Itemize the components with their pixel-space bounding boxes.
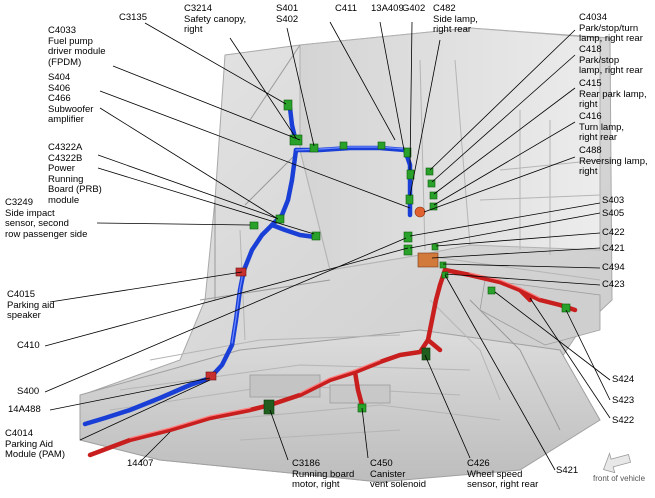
connector-c494 xyxy=(439,261,447,269)
connector-c411 xyxy=(377,141,386,150)
connector-c482 xyxy=(405,194,414,205)
red-harness xyxy=(87,267,578,458)
label-c4014: C4014 Parking Aid Module (PAM) xyxy=(5,428,66,460)
label-s400: S400 xyxy=(17,386,40,397)
connector-c488 xyxy=(414,206,426,218)
connector-s402 xyxy=(339,141,348,150)
label-c411: C411 xyxy=(335,3,358,14)
connector-c415 xyxy=(429,191,438,200)
connector-s423 xyxy=(561,303,571,313)
connector-c4322a xyxy=(275,214,285,224)
label-c4322: C4322A C4322B Power Running Board (PRB) … xyxy=(48,142,102,206)
label-c410: C410 xyxy=(17,340,40,351)
label-s405: S405 xyxy=(602,208,625,219)
connector-g402 xyxy=(406,169,415,180)
connector-c422 xyxy=(431,243,439,251)
label-s421: S421 xyxy=(556,465,579,476)
connector-s424 xyxy=(487,286,496,295)
label-c423: C423 xyxy=(602,279,625,290)
connector-c3135 xyxy=(283,99,293,111)
label-c422: C422 xyxy=(602,227,625,238)
label-13a409: 13A409 xyxy=(371,3,404,14)
connector-s403 xyxy=(403,231,413,243)
connector-13a409 xyxy=(403,147,412,158)
connector-c4034 xyxy=(425,167,434,176)
connector-c3186 xyxy=(263,399,275,415)
label-front-of-vehicle: front of vehicle xyxy=(593,474,646,483)
label-c416: C416 Turn lamp, right rear xyxy=(579,111,625,143)
label-c4034: C4034 Park/stop/turn lamp, right rear xyxy=(579,12,643,44)
label-c415: C415 Rear park lamp, right xyxy=(579,78,647,110)
leader-lines xyxy=(44,21,611,471)
connector-c4322b xyxy=(311,231,321,241)
connector-c426 xyxy=(421,347,431,361)
label-c4015: C4015 Parking aid speaker xyxy=(7,289,55,321)
label-c426: C426 Wheel speed sensor, right rear xyxy=(467,458,539,490)
label-s403: S403 xyxy=(602,195,625,206)
label-s424: S424 xyxy=(612,374,635,385)
connector-c410 xyxy=(205,371,217,381)
label-s404-s406-c466: S404 S406 C466 Subwoofer amplifier xyxy=(48,72,94,125)
label-c421: C421 xyxy=(602,243,625,254)
body-panels xyxy=(79,27,613,483)
connector-c3214 xyxy=(289,134,303,146)
label-c450: C450 Canister vent solenoid xyxy=(370,458,426,490)
label-14407: 14407 xyxy=(127,458,154,469)
arrow-icon xyxy=(602,452,632,474)
connector-c421 xyxy=(417,252,439,268)
label-g402: G402 xyxy=(402,3,426,14)
connector-c418 xyxy=(427,179,436,188)
connector-c3249 xyxy=(249,221,259,230)
label-c494: C494 xyxy=(602,262,625,273)
label-s423: S423 xyxy=(612,395,635,406)
label-c4033: C4033 Fuel pump driver module (FPDM) xyxy=(48,25,106,68)
label-c3135: C3135 xyxy=(119,12,147,23)
label-c418: C418 Park/stop lamp, right rear xyxy=(579,44,643,76)
label-c3186: C3186 Running board motor, right xyxy=(292,458,355,490)
connector-c416 xyxy=(429,202,438,211)
label-s422: S422 xyxy=(612,415,635,426)
label-c488: C488 Reversing lamp, right xyxy=(579,145,648,177)
connector-s405 xyxy=(403,244,413,256)
label-c3249: C3249 Side impact sensor, second row pas… xyxy=(5,197,88,240)
label-c482: C482 Side lamp, right rear xyxy=(433,3,478,35)
label-c3214: C3214 Safety canopy, right xyxy=(184,3,247,35)
connector-s401 xyxy=(309,143,319,153)
label-14a488: 14A488 xyxy=(8,404,41,415)
label-s401-s402: S401 S402 xyxy=(276,3,299,25)
